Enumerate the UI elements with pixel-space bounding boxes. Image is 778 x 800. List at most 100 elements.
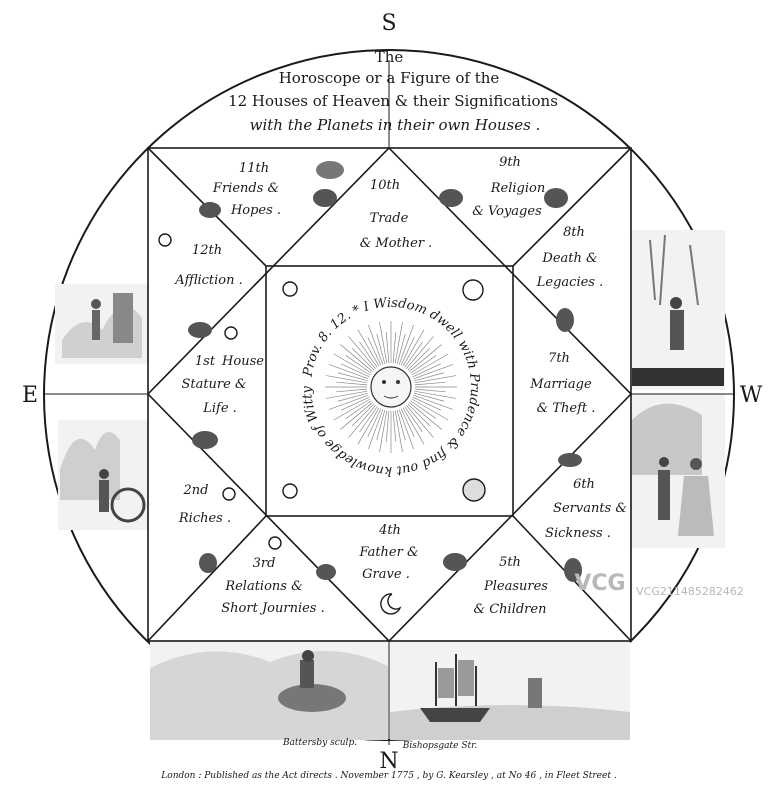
capricorn-icon xyxy=(439,189,463,207)
jupiter-icon xyxy=(462,478,486,502)
sun-ray xyxy=(341,396,370,411)
sun-ray xyxy=(407,347,431,371)
house-7-line-2: & Theft . xyxy=(537,401,596,416)
house-8-line-1: Death & xyxy=(541,251,597,266)
scorpio-icon xyxy=(556,308,574,332)
sun-face xyxy=(325,321,457,453)
engraver-credit: Battersby sculp. xyxy=(282,738,357,748)
imprint-line: London : Published as the Act directs . … xyxy=(160,771,617,781)
house-10-line-1: Trade xyxy=(370,211,409,226)
house-4-number: 4th xyxy=(378,523,401,538)
watermark-brand: VCG xyxy=(574,571,625,596)
cancer-icon xyxy=(316,564,336,580)
house-3-line-1: Relations & xyxy=(224,579,302,594)
sun-ray xyxy=(404,341,423,368)
sun-ray xyxy=(414,388,446,393)
house-1-line-1: Stature & xyxy=(181,377,246,392)
aquarius-icon xyxy=(313,189,337,207)
sun-ray xyxy=(404,406,423,433)
sun-ray xyxy=(336,381,368,386)
location-credit: Bishopsgate Str. xyxy=(402,741,478,751)
sun-ray xyxy=(400,408,415,437)
sun-ray xyxy=(359,406,378,433)
sun-ray xyxy=(348,405,376,438)
taurus-icon xyxy=(192,431,218,449)
sun-ray xyxy=(412,363,441,378)
sun-ray xyxy=(402,407,425,445)
house-labels: 11th Friends & Hopes . 10th Trade & Moth… xyxy=(174,155,627,617)
gemini-icon xyxy=(199,553,217,573)
sun-ray xyxy=(398,324,414,365)
house-11-line-2: Hopes . xyxy=(230,203,281,218)
sun-ray xyxy=(367,337,382,366)
house-5-line-2: & Children xyxy=(474,602,547,617)
sun-ray xyxy=(337,372,368,382)
sun-ray xyxy=(341,363,370,378)
house-4-line-2: Grave . xyxy=(362,567,410,582)
sun-ray xyxy=(376,410,386,441)
vignette-east xyxy=(55,284,148,364)
sun-ray xyxy=(406,405,434,438)
sun-ray xyxy=(340,402,373,430)
compass-west: W xyxy=(740,383,763,408)
compass-east: E xyxy=(22,383,38,408)
house-6-number: 6th xyxy=(573,477,595,492)
sun-ray xyxy=(392,410,397,442)
house-6-line-1: Servants & xyxy=(553,501,627,516)
sun-ray xyxy=(376,333,386,364)
watermark: VCG VCG211485282462 xyxy=(574,571,743,598)
sun-ray xyxy=(345,400,372,419)
sun-ray xyxy=(345,355,372,374)
vignette-west-lower xyxy=(630,393,725,548)
sun-ray xyxy=(400,337,415,366)
house-5-line-1: Pleasures xyxy=(483,579,548,594)
sun-ray xyxy=(340,344,373,372)
sun-ray xyxy=(392,332,397,364)
house-9-number: 9th xyxy=(499,155,521,170)
sun-ray xyxy=(409,402,442,430)
house-1-number: 1st xyxy=(195,354,216,369)
sun-ray xyxy=(413,394,454,410)
house-2-number: 2nd xyxy=(183,483,209,498)
house-9-line-2: & Voyages xyxy=(472,204,542,219)
house-5-number: 5th xyxy=(499,555,521,570)
sun-ray xyxy=(385,410,390,442)
ringed-planet-icon xyxy=(316,161,344,179)
title-block: The Horoscope or a Figure of the 12 Hous… xyxy=(228,48,558,134)
sun-ray xyxy=(414,375,457,384)
house-7-line-1: Marriage xyxy=(529,377,592,392)
planet-symbols xyxy=(158,233,486,615)
sun-ray xyxy=(414,372,445,382)
house-12-line-1: Affliction . xyxy=(174,273,243,288)
sun-ray xyxy=(357,329,380,367)
house-1-line-2: Life . xyxy=(202,401,237,416)
saturn-icon xyxy=(158,233,172,247)
vignette-west xyxy=(630,230,725,390)
sun-ray xyxy=(368,409,384,450)
sun-ray xyxy=(325,390,368,399)
sun-ray xyxy=(411,398,449,421)
house-8-line-2: Legacies . xyxy=(536,275,603,290)
sun-ray xyxy=(351,347,375,371)
house-7-number: 7th xyxy=(548,351,570,366)
sun-ray xyxy=(414,381,446,386)
sun-ray xyxy=(333,353,371,376)
sun-ray xyxy=(351,403,375,427)
sun-ray xyxy=(412,396,441,411)
sun-ray xyxy=(414,392,445,402)
house-10-number: 10th xyxy=(370,178,400,193)
libra-icon xyxy=(558,453,582,467)
sun-ray xyxy=(406,336,434,369)
house-6-line-2: Sickness . xyxy=(545,526,611,541)
sun-ray xyxy=(409,344,442,372)
sun-ray xyxy=(337,392,368,402)
sun-ray xyxy=(368,324,384,365)
house-1-line-0: House xyxy=(221,354,264,369)
sun-ray xyxy=(359,341,378,368)
sun-ray xyxy=(394,321,403,364)
sun-ray xyxy=(336,388,368,393)
house-9-line-1: Religion xyxy=(490,181,545,196)
sun-ray xyxy=(348,336,376,369)
house-11-line-1: Friends & xyxy=(212,181,279,196)
